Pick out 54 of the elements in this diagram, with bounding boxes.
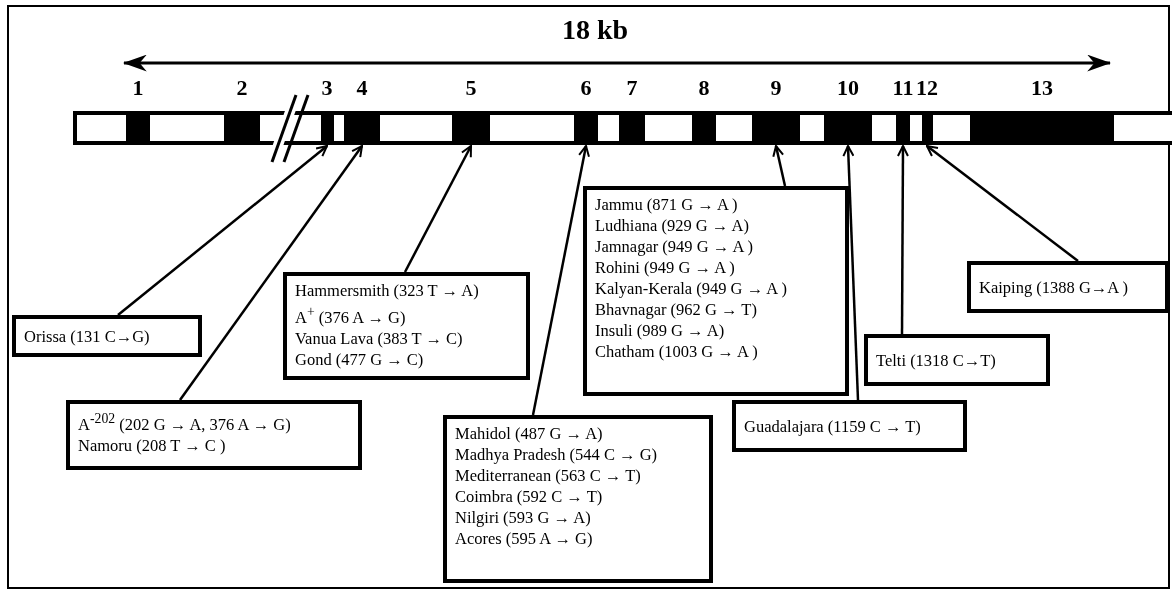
mutation-text: Jammu (871 G → A ) — [595, 194, 739, 215]
mutation-text: Acores (595 A → G) — [455, 528, 594, 549]
exon-number: 13 — [1030, 75, 1054, 101]
mutation-box — [583, 186, 849, 396]
arrow — [926, 145, 1079, 262]
mutation-text: Coimbra (592 C → T) — [455, 486, 604, 507]
exon-number: 1 — [131, 75, 145, 101]
exon-number: 11 — [891, 75, 915, 101]
arrow — [531, 145, 590, 416]
mutation-text: Kalyan-Kerala (949 G → A ) — [595, 278, 788, 299]
mutation-text: Orissa (131 C→G) — [24, 325, 150, 347]
mutation-text: Insuli (989 G → A) — [595, 320, 726, 341]
exon-number: 3 — [320, 75, 334, 101]
exon-number: 5 — [464, 75, 478, 101]
mutation-text: Telti (1318 C→T) — [876, 349, 996, 371]
mutation-text: A$^{-202}$ (202 G → A, 376 A → G) — [78, 410, 292, 435]
exon-number: 4 — [355, 75, 369, 101]
mutation-text: Hammersmith (323 T → A) — [295, 280, 480, 301]
mutation-box — [66, 400, 362, 470]
mutation-text: Madhya Pradesh (544 C → G) — [455, 444, 659, 465]
mutation-box — [732, 400, 967, 452]
exon-number: 12 — [915, 75, 939, 101]
mutation-text: Jamnagar (949 G → A ) — [595, 236, 755, 257]
mutation-box — [12, 315, 202, 357]
arrow — [179, 145, 363, 401]
exon-number: 2 — [235, 75, 249, 101]
length-label: 18 kb — [560, 14, 630, 46]
mutation-box — [864, 334, 1050, 386]
mutation-text: Mahidol (487 G → A) — [455, 423, 604, 444]
arrow — [403, 145, 473, 273]
mutation-text: Bhavnagar (962 G → T) — [595, 299, 758, 320]
mutation-text: A$^{+}$ (376 A → G) — [295, 303, 407, 328]
exon-number: 7 — [625, 75, 639, 101]
mutation-text: Mediterranean (563 C → T) — [455, 465, 642, 486]
mutation-box — [283, 272, 530, 380]
exon-number: 8 — [697, 75, 711, 101]
arrow — [896, 145, 909, 334]
arrow — [117, 145, 328, 316]
mutation-text: Namoru (208 T → C ) — [78, 434, 227, 456]
exon-number: 9 — [769, 75, 783, 101]
mutation-text: Ludhiana (929 G → A) — [595, 215, 750, 236]
mutation-text: Gond (477 G → C) — [295, 348, 425, 370]
mutation-text: Vanua Lava (383 T → C) — [295, 327, 464, 349]
mutation-box — [967, 261, 1169, 313]
exon-number: 10 — [836, 75, 860, 101]
mutation-text: Guadalajara (1159 C → T) — [744, 415, 921, 437]
mutation-text: Chatham (1003 G → A ) — [595, 341, 759, 362]
mutation-box — [443, 415, 713, 583]
mutation-text: Kaiping (1388 G→A ) — [979, 276, 1128, 298]
arrow — [772, 145, 787, 187]
arrow — [842, 145, 860, 401]
exon-number: 6 — [579, 75, 593, 101]
mutation-text: Nilgiri (593 G → A) — [455, 507, 592, 528]
mutation-text: Rohini (949 G → A ) — [595, 257, 736, 278]
